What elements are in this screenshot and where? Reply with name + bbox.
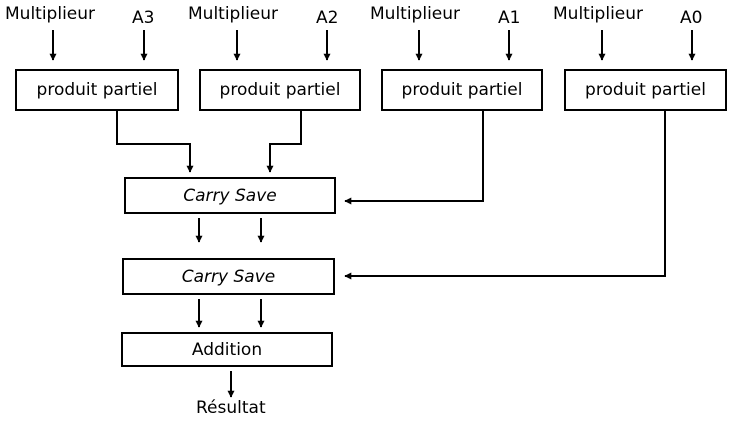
arrow-pp3-to-cs1 xyxy=(116,111,194,173)
addition-box: Addition xyxy=(121,332,333,367)
arrow-pp0-to-cs2 xyxy=(344,111,666,280)
carry-save-box-1: Carry Save xyxy=(124,177,336,214)
multiplier-label-a1: Multiplieur xyxy=(370,4,461,24)
arrow-pp1-to-cs1 xyxy=(344,111,484,205)
partial-product-label: produit partiel xyxy=(36,80,158,100)
partial-product-label: produit partiel xyxy=(219,80,341,100)
partial-product-box-a2: produit partiel xyxy=(199,69,361,111)
multiplier-label-a2: Multiplieur xyxy=(188,4,279,24)
digit-label-a1: A1 xyxy=(498,8,521,28)
carry-save-label: Carry Save xyxy=(181,266,276,287)
partial-product-box-a0: produit partiel xyxy=(564,69,727,111)
partial-product-label: produit partiel xyxy=(585,80,706,100)
carry-save-label: Carry Save xyxy=(183,185,277,206)
digit-label-a0: A0 xyxy=(680,8,703,28)
multiplier-label-a0: Multiplieur xyxy=(553,4,644,24)
partial-product-box-a1: produit partiel xyxy=(381,69,543,111)
carry-save-box-2: Carry Save xyxy=(122,258,335,295)
result-label: Résultat xyxy=(196,398,266,418)
digit-label-a2: A2 xyxy=(316,8,339,28)
partial-product-box-a3: produit partiel xyxy=(15,69,179,111)
digit-label-a3: A3 xyxy=(132,8,155,28)
multiplier-label-a3: Multiplieur xyxy=(5,4,96,24)
addition-label: Addition xyxy=(191,339,263,360)
partial-product-label: produit partiel xyxy=(401,80,523,100)
arrow-pp2-to-cs1 xyxy=(266,111,302,173)
